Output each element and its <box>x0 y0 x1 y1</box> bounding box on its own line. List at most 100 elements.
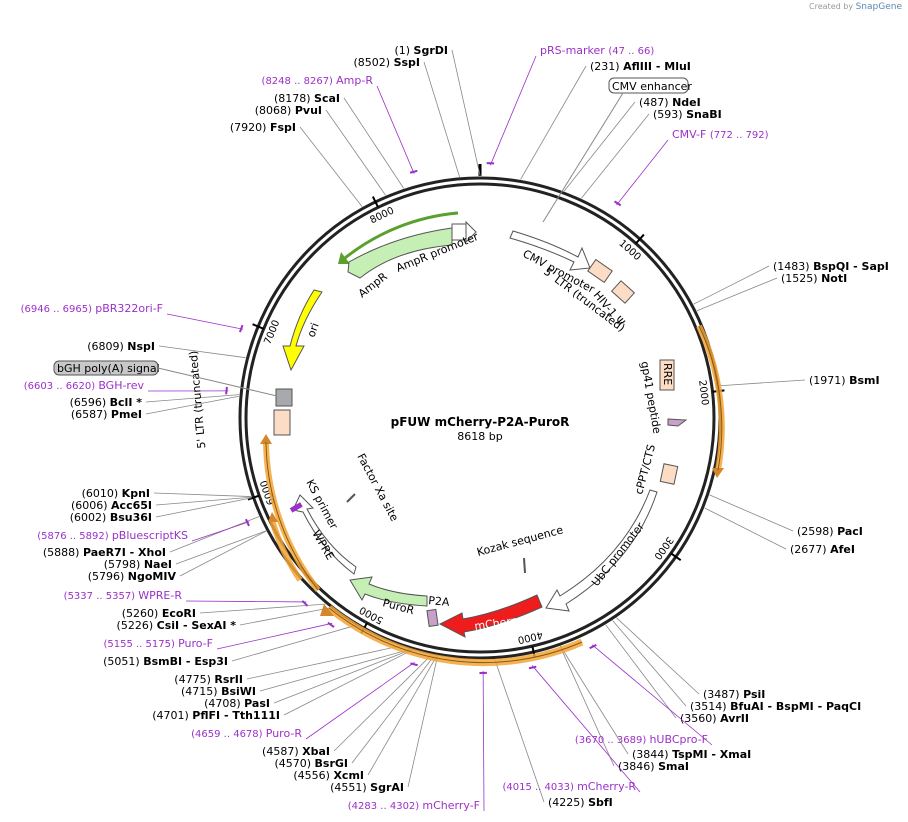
site-label: (1971) BsmI <box>809 374 880 387</box>
site-leader-line <box>423 61 460 177</box>
primer-site-mark <box>589 644 597 650</box>
site-enzyme: NspI <box>127 340 155 353</box>
site-enzyme: PsiI <box>743 688 765 701</box>
site-position: (5798) <box>104 558 144 571</box>
site-label: (6002) Bsu36I <box>70 511 152 524</box>
site-label: (2598) PacI <box>797 525 863 538</box>
highlight-band-left-head <box>260 434 272 444</box>
primer-range: (772 .. 792) <box>710 130 769 141</box>
site-label: (6006) Acc65I <box>71 499 152 512</box>
primer-range: (4659 .. 4678) <box>191 729 266 740</box>
site-leader-line <box>273 649 411 704</box>
primer-site-mark <box>410 662 418 667</box>
site-enzyme: SmaI <box>658 760 689 773</box>
primer-label: (5337 .. 5357) WPRE-R <box>64 589 183 602</box>
primer-leader-line <box>191 521 250 542</box>
site-label-group: (5226) CsiI - SexAI * <box>117 607 331 632</box>
site-enzyme: AfeI <box>830 543 855 556</box>
site-label-group: (4775) RsrII <box>174 645 400 686</box>
site-position: (6010) <box>82 487 122 500</box>
primer-label-group: pRS-marker (47 .. 66) <box>486 44 654 166</box>
site-label-group: (231) AflIII - MluI <box>520 60 691 180</box>
primer-leader-line <box>376 85 415 174</box>
site-label: (8068) PvuI <box>255 104 322 117</box>
site-enzyme: BsiWI <box>221 685 256 698</box>
site-label-group: (3514) BfuAI - BspMI - PaqCI <box>612 620 861 713</box>
cmv-enhancer-leader <box>542 92 624 223</box>
primer-label: pRS-marker (47 .. 66) <box>540 44 654 57</box>
kozak-sequence-label: Kozak sequence <box>475 523 564 559</box>
tick-mark <box>635 233 645 245</box>
wpre-feature <box>292 494 357 575</box>
site-position: (6809) <box>87 340 127 353</box>
site-enzyme: BsmBI - Esp3I <box>143 655 228 668</box>
site-enzyme: SgrDI <box>414 44 448 57</box>
site-position: (3844) <box>632 748 672 761</box>
site-enzyme: CsiI - SexAI * <box>157 619 237 632</box>
site-leader-line <box>612 620 687 707</box>
cmv-enhancer-callout <box>608 77 689 94</box>
primer-leader-line <box>166 313 244 330</box>
site-leader-line <box>520 65 587 180</box>
site-leader-line <box>246 645 400 680</box>
site-label: (5798) NaeI <box>104 558 172 571</box>
primer-site-mark <box>528 665 537 670</box>
primer-label-group: (4659 .. 4678) Puro-R <box>191 662 418 740</box>
ampr-promoter-arrow <box>465 220 477 244</box>
site-label: (4775) RsrII <box>174 673 243 686</box>
site-label: (5260) EcoRI <box>122 607 196 620</box>
site-position: (4701) <box>152 709 192 722</box>
primer-leader-line <box>591 644 713 746</box>
primer-range: (5155 .. 5175) <box>103 639 178 650</box>
site-leader-line <box>231 625 356 662</box>
site-label: (7920) FspI <box>230 121 296 134</box>
site-label: (5796) NgoMIV <box>88 570 177 583</box>
site-enzyme: RsrII <box>214 673 243 686</box>
primer-range: (6603 .. 6620) <box>24 381 99 392</box>
site-leader-line <box>299 126 363 207</box>
site-position: (6002) <box>70 511 110 524</box>
primer-leader-line <box>489 55 537 166</box>
site-position: (5888) <box>43 546 83 559</box>
site-enzyme: NotI <box>821 272 847 285</box>
site-label: (5051) BsmBI - Esp3I <box>103 655 228 668</box>
primer-range: (47 .. 66) <box>608 46 654 57</box>
site-leader-line <box>283 649 412 716</box>
site-label-group: (5798) NaeI <box>104 530 267 571</box>
tick-label: 1000 <box>616 238 642 263</box>
primer-label: (4283 .. 4302) mCherry-F <box>348 799 480 812</box>
site-position: (4551) <box>330 781 370 794</box>
factor-xa-label: Factor Xa site <box>354 451 401 523</box>
site-leader-line <box>155 497 252 518</box>
site-position: (6596) <box>70 396 110 409</box>
primer-label: (5876 .. 5892) pBluescriptKS <box>37 529 188 542</box>
primer-range: (5337 .. 5357) <box>64 591 139 602</box>
primer-name: mCherry-R <box>577 780 636 793</box>
site-label: (3514) BfuAI - BspMI - PaqCI <box>690 700 861 713</box>
site-label-group: (2677) AfeI <box>704 507 855 556</box>
site-leader-line <box>559 646 615 767</box>
primer-label-group: (5876 .. 5892) pBluescriptKS <box>37 518 250 542</box>
site-leader-line <box>719 379 806 387</box>
site-position: (5051) <box>103 655 143 668</box>
site-leader-line <box>563 101 636 192</box>
primer-label: CMV-F (772 .. 792) <box>672 128 769 141</box>
site-leader-line <box>145 394 240 403</box>
primer-site-mark <box>613 200 622 207</box>
site-label-group: (487) NdeI <box>563 96 701 192</box>
site-enzyme: PvuI <box>295 104 322 117</box>
site-position: (5226) <box>117 619 157 632</box>
site-position: (1525) <box>781 272 821 285</box>
tick-mark <box>371 196 379 208</box>
site-label: (3846) SmaI <box>618 760 689 773</box>
site-position: (6006) <box>71 499 111 512</box>
site-leader-line <box>494 659 545 803</box>
site-label: (3560) AvrII <box>680 712 749 725</box>
factor-xa-mark <box>346 493 356 503</box>
plasmid-size: 8618 bp <box>457 430 502 443</box>
primer-label-group: (4015 .. 4033) mCherry-R <box>502 665 641 793</box>
site-enzyme: SnaBI <box>686 108 722 121</box>
site-position: (8502) <box>353 56 393 69</box>
site-label-group: (5260) EcoRI <box>122 603 326 620</box>
rre-box <box>659 359 675 391</box>
